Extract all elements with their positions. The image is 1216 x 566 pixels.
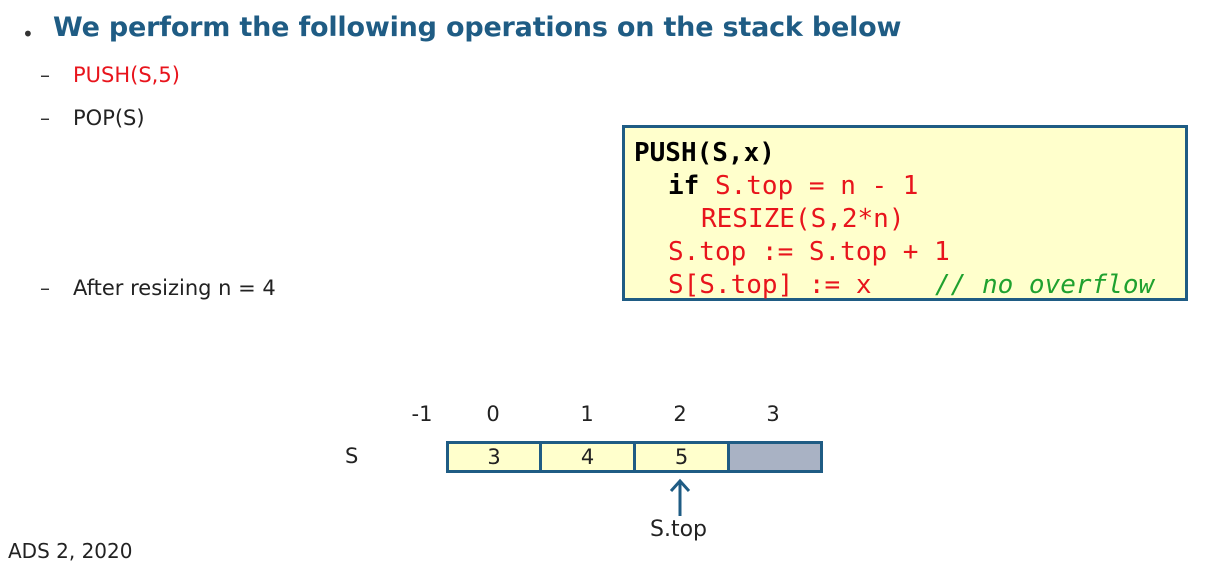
- stack-cell: 3: [446, 441, 542, 473]
- operation-push: PUSH(S,5): [73, 63, 180, 87]
- code-line-increment: S.top := S.top + 1: [668, 237, 950, 267]
- code-keyword-if: if: [668, 171, 700, 201]
- resize-note: After resizing n = 4: [73, 276, 276, 300]
- index-label: -1: [411, 402, 433, 426]
- dash-icon: –: [40, 276, 50, 300]
- slide-heading: We perform the following operations on t…: [53, 12, 902, 43]
- code-condition: S.top = n - 1: [699, 171, 919, 201]
- code-line-resize: RESIZE(S,2*n): [701, 204, 905, 234]
- dash-icon: –: [40, 63, 50, 87]
- arrow-head: [669, 478, 691, 493]
- index-label: 1: [580, 402, 594, 426]
- top-pointer-arrow-icon: [669, 478, 691, 516]
- code-box: PUSH(S,x) if S.top = n - 1 RESIZE(S,2*n)…: [622, 125, 1188, 301]
- top-pointer-label: S.top: [650, 517, 708, 542]
- operation-pop: POP(S): [73, 106, 145, 130]
- code-line-if: if S.top = n - 1: [668, 171, 918, 201]
- code-line-assign: S[S.top] := x: [668, 270, 872, 300]
- dash-icon: –: [40, 106, 50, 130]
- stack-cell: 5: [633, 441, 730, 473]
- stack-cell-empty: [727, 441, 823, 473]
- index-label: 3: [766, 402, 780, 426]
- index-label: 0: [486, 402, 500, 426]
- code-header: PUSH(S,x): [634, 138, 775, 168]
- index-label: 2: [673, 402, 687, 426]
- code-comment: // no overflow: [935, 270, 1155, 300]
- footer-course: ADS 2, 2020: [8, 539, 133, 563]
- stack-cell: 4: [539, 441, 636, 473]
- bullet-icon: •: [22, 22, 34, 46]
- stack-name: S: [345, 444, 359, 468]
